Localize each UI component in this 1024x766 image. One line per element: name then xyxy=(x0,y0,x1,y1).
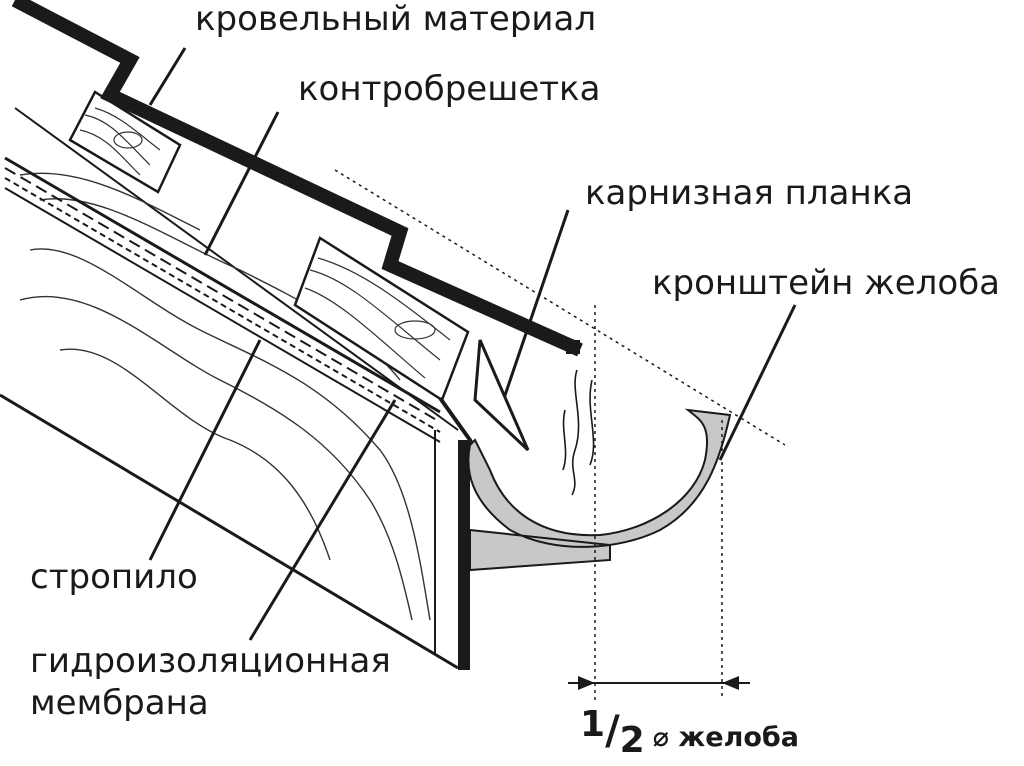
rafter-board xyxy=(0,107,470,670)
dimension-text: ⌀ желоба xyxy=(652,722,799,753)
dimension-slash: / xyxy=(605,708,620,754)
leader-roofing xyxy=(148,47,187,106)
label-eaves-strip: карнизная планка xyxy=(585,173,914,213)
dimension-denominator: 2 xyxy=(619,720,645,761)
leader-gutter-bracket xyxy=(718,304,797,461)
leader-counter-batten xyxy=(203,111,280,256)
leader-eaves-strip xyxy=(498,209,570,411)
eaves-arrow-head xyxy=(473,339,530,452)
label-membrane: гидроизоляционная мембрана xyxy=(30,640,391,724)
label-roofing-material: кровельный материал xyxy=(195,0,597,39)
label-counter-batten: контробрешетка xyxy=(298,69,601,109)
dimension-label: 1/2⌀ желоба xyxy=(580,704,799,761)
leader-membrane xyxy=(248,399,397,641)
leader-lines xyxy=(148,47,797,641)
leader-rafter xyxy=(148,339,262,561)
label-gutter-bracket: кронштейн желоба xyxy=(652,263,1001,303)
label-membrane-line1: гидроизоляционная xyxy=(30,641,391,681)
label-rafter: стропило xyxy=(30,557,198,597)
counter-batten-upper xyxy=(68,90,182,194)
water-drips xyxy=(562,369,595,496)
roofing-sheet xyxy=(11,0,583,357)
label-membrane-line2: мембрана xyxy=(30,683,209,723)
membrane-layer xyxy=(4,156,441,443)
dimension-numerator: 1 xyxy=(580,704,606,745)
gutter-bracket xyxy=(467,408,732,572)
dimension-guides xyxy=(568,305,750,700)
